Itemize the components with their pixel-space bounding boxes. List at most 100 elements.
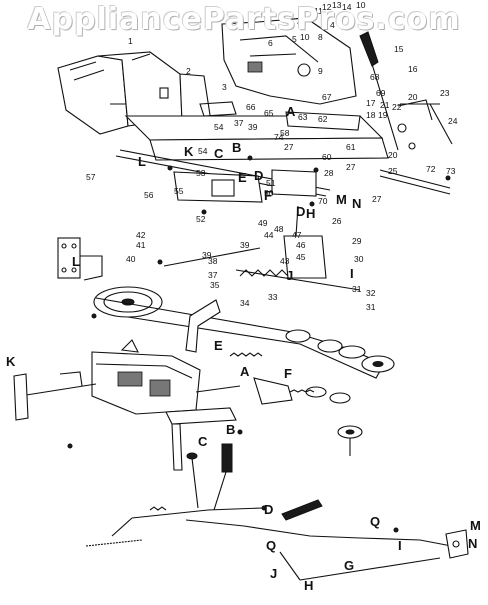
- reference-letter-callout: M: [336, 192, 347, 207]
- reference-letter-callout: M: [470, 518, 481, 533]
- shift-lever-bracket: [253, 377, 351, 405]
- reference-letter-callout: L: [72, 254, 80, 269]
- reference-letter-callout: L: [138, 154, 146, 169]
- part-number-callout: 27: [284, 142, 294, 152]
- part-number-callout: 62: [318, 114, 328, 124]
- part-number-callout: 16: [408, 64, 418, 74]
- reference-letter-callout: F: [284, 366, 292, 381]
- chain: [85, 539, 143, 547]
- reference-letter-callout: B: [232, 140, 241, 155]
- steering-linkage: [397, 103, 453, 150]
- part-number-callout: 8: [318, 32, 323, 42]
- reference-letter-callout: F: [264, 188, 272, 203]
- reference-letter-callout: H: [306, 206, 315, 221]
- part-number-callout: 35: [210, 280, 220, 290]
- part-number-callout: 58: [280, 128, 290, 138]
- part-number-callout: 60: [322, 152, 332, 162]
- part-number-callout: 69: [376, 88, 386, 98]
- part-number-callout: 31: [352, 284, 362, 294]
- part-number-callout: 4: [330, 20, 335, 30]
- seat-mount-bracket: [173, 169, 317, 203]
- part-number-callout: 17: [366, 98, 376, 108]
- part-number-callout: 73: [446, 166, 456, 176]
- reference-letter-callout: D: [296, 204, 305, 219]
- clutch-rod: [163, 247, 361, 291]
- console-cover: [221, 17, 357, 105]
- reference-letter-callout: I: [398, 538, 402, 553]
- part-number-callout: 61: [346, 142, 356, 152]
- part-number-callout: 49: [258, 218, 268, 228]
- part-number-callout: 13: [332, 0, 342, 10]
- part-number-callout: 2: [186, 66, 191, 76]
- part-number-callout: 5: [292, 34, 297, 44]
- main-frame-plate: [115, 101, 389, 197]
- mounting-bracket-L: [57, 237, 103, 281]
- part-number-callout: 34: [240, 298, 250, 308]
- part-number-callout: 18: [366, 110, 376, 120]
- lower-pulley: [337, 425, 363, 456]
- part-number-callout: 72: [426, 164, 436, 174]
- reference-letter-callout: E: [214, 338, 223, 353]
- part-number-callout: 15: [394, 44, 404, 54]
- steering-shaft: [359, 31, 433, 151]
- part-number-callout: 45: [296, 252, 306, 262]
- part-number-callout: 24: [448, 116, 458, 126]
- part-number-callout: 31: [366, 302, 376, 312]
- reference-letter-callout: G: [344, 558, 354, 573]
- part-number-callout: 38: [208, 256, 218, 266]
- part-number-callout: 7: [296, 16, 301, 26]
- part-number-callout: 55: [174, 186, 184, 196]
- part-number-callout: 37: [208, 270, 218, 280]
- part-number-callout: 74: [274, 132, 284, 142]
- reference-letter-callout: J: [270, 566, 277, 581]
- part-number-callout: 39: [248, 122, 258, 132]
- reference-letter-callout: E: [238, 170, 247, 185]
- reference-letter-callout: N: [468, 536, 477, 551]
- reference-letter-callout: N: [352, 196, 361, 211]
- part-number-callout: 20: [408, 92, 418, 102]
- part-number-callout: 28: [324, 168, 334, 178]
- part-number-callout: 27: [372, 194, 382, 204]
- part-number-callout: 41: [136, 240, 146, 250]
- engine-pulley: [93, 286, 163, 318]
- part-number-callout: 10: [356, 0, 366, 10]
- part-number-callout: 68: [370, 72, 380, 82]
- long-control-rod: [185, 519, 463, 581]
- part-number-callout: 37: [234, 118, 244, 128]
- reference-letter-callout: C: [214, 146, 224, 161]
- pedal-bracket: [165, 407, 237, 471]
- part-number-callout: 27: [346, 162, 356, 172]
- part-number-callout: 54: [198, 146, 208, 156]
- part-number-callout: 39: [240, 240, 250, 250]
- part-number-callout: 52: [196, 214, 206, 224]
- rear-axle-rod: [379, 169, 451, 195]
- part-number-callout: 21: [380, 100, 390, 110]
- part-number-callout: 50: [264, 188, 274, 198]
- fasteners: [67, 155, 451, 533]
- reference-letter-callout: A: [286, 104, 296, 119]
- part-number-callout: 14: [342, 2, 352, 12]
- part-number-callout: 6: [268, 38, 273, 48]
- fender-panel-left: [57, 51, 183, 135]
- part-number-callout: 1: [128, 36, 133, 46]
- part-number-callout: 20: [388, 150, 398, 160]
- part-number-callout: 32: [366, 288, 376, 298]
- part-number-callout: 3: [222, 82, 227, 92]
- reference-letter-callout: K: [6, 354, 16, 369]
- part-number-callout: 46: [296, 240, 306, 250]
- reference-letter-callout: Q: [370, 514, 380, 529]
- reference-letter-callout: I: [350, 266, 354, 281]
- watermark-logo: AppliancePartsPros.com: [27, 2, 461, 37]
- rear-axle: [13, 371, 241, 421]
- reference-letter-callout: A: [240, 364, 250, 379]
- transmission: [91, 339, 201, 415]
- part-number-callout: 43: [280, 256, 290, 266]
- part-number-callout: 22: [392, 102, 402, 112]
- part-number-callout: 30: [354, 254, 364, 264]
- reference-letter-callout: D: [264, 502, 273, 517]
- part-number-callout: 53: [196, 168, 206, 178]
- part-number-callout: 26: [332, 216, 342, 226]
- part-number-callout: 47: [292, 230, 302, 240]
- part-number-callout: 44: [264, 230, 274, 240]
